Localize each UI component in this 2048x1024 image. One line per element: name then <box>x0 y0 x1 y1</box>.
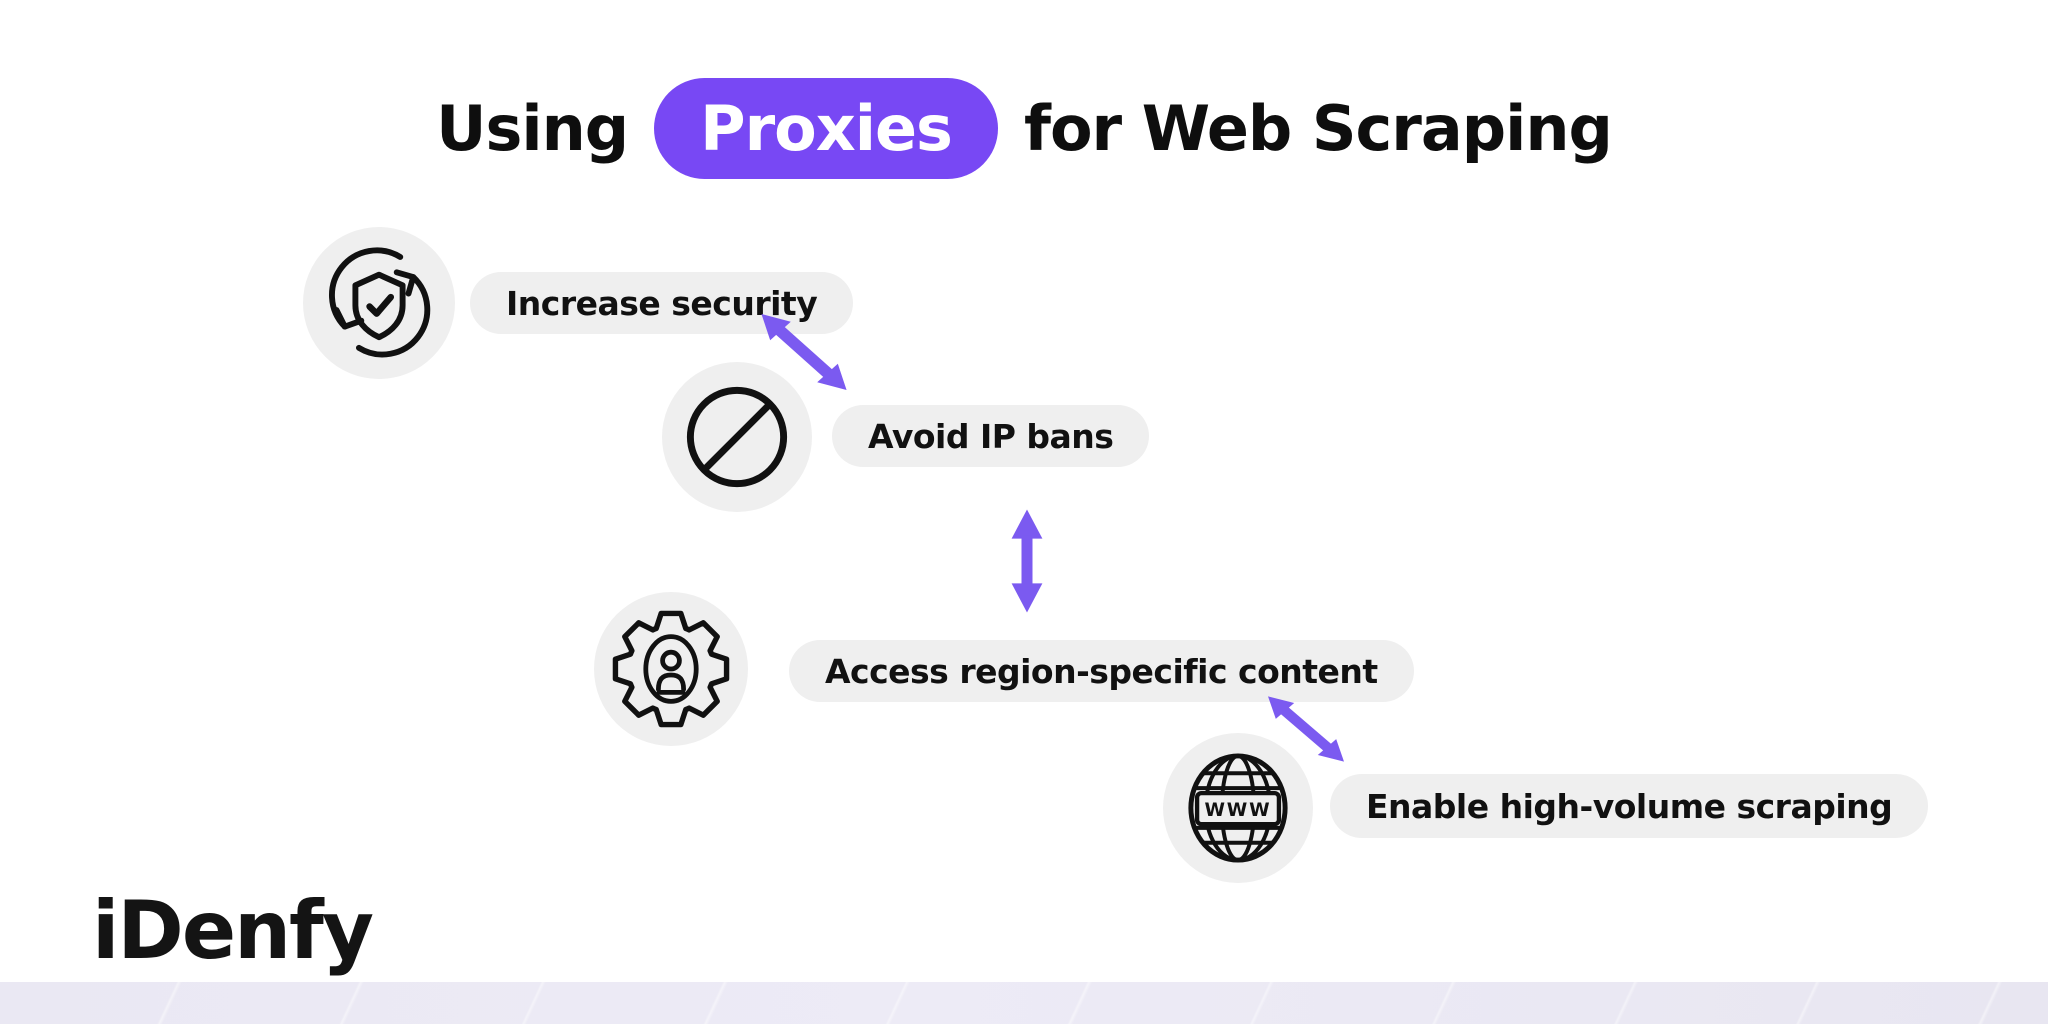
idenfy-logo: iDenfy <box>92 884 374 977</box>
double-arrow-icon <box>1011 509 1043 613</box>
title-suffix: for Web Scraping <box>1023 92 1613 165</box>
label-high-volume-scraping: Enable high-volume scraping <box>1330 774 1929 838</box>
globe-www-icon: WWW <box>1163 733 1313 883</box>
shield-refresh-icon <box>303 227 455 379</box>
globe-www-text: WWW <box>1204 800 1271 821</box>
no-entry-icon <box>686 386 788 488</box>
double-arrow-icon <box>1268 696 1344 762</box>
label-avoid-ip-bans: Avoid IP bans <box>832 405 1150 467</box>
globe-www-icon: WWW <box>1188 753 1288 863</box>
double-arrow-icon <box>761 314 847 390</box>
gear-user-icon <box>594 592 748 746</box>
label-region-specific-content: Access region-specific content <box>789 640 1414 702</box>
label-increase-security: Increase security <box>470 272 854 334</box>
page-title: Using Proxies for Web Scraping <box>0 78 2048 179</box>
title-highlight-pill: Proxies <box>654 78 998 179</box>
no-entry-icon <box>662 362 812 512</box>
gear-user-icon <box>612 610 730 728</box>
shield-refresh-icon <box>329 247 431 358</box>
title-prefix: Using <box>436 92 629 165</box>
footer-gradient-band <box>0 982 2048 1024</box>
